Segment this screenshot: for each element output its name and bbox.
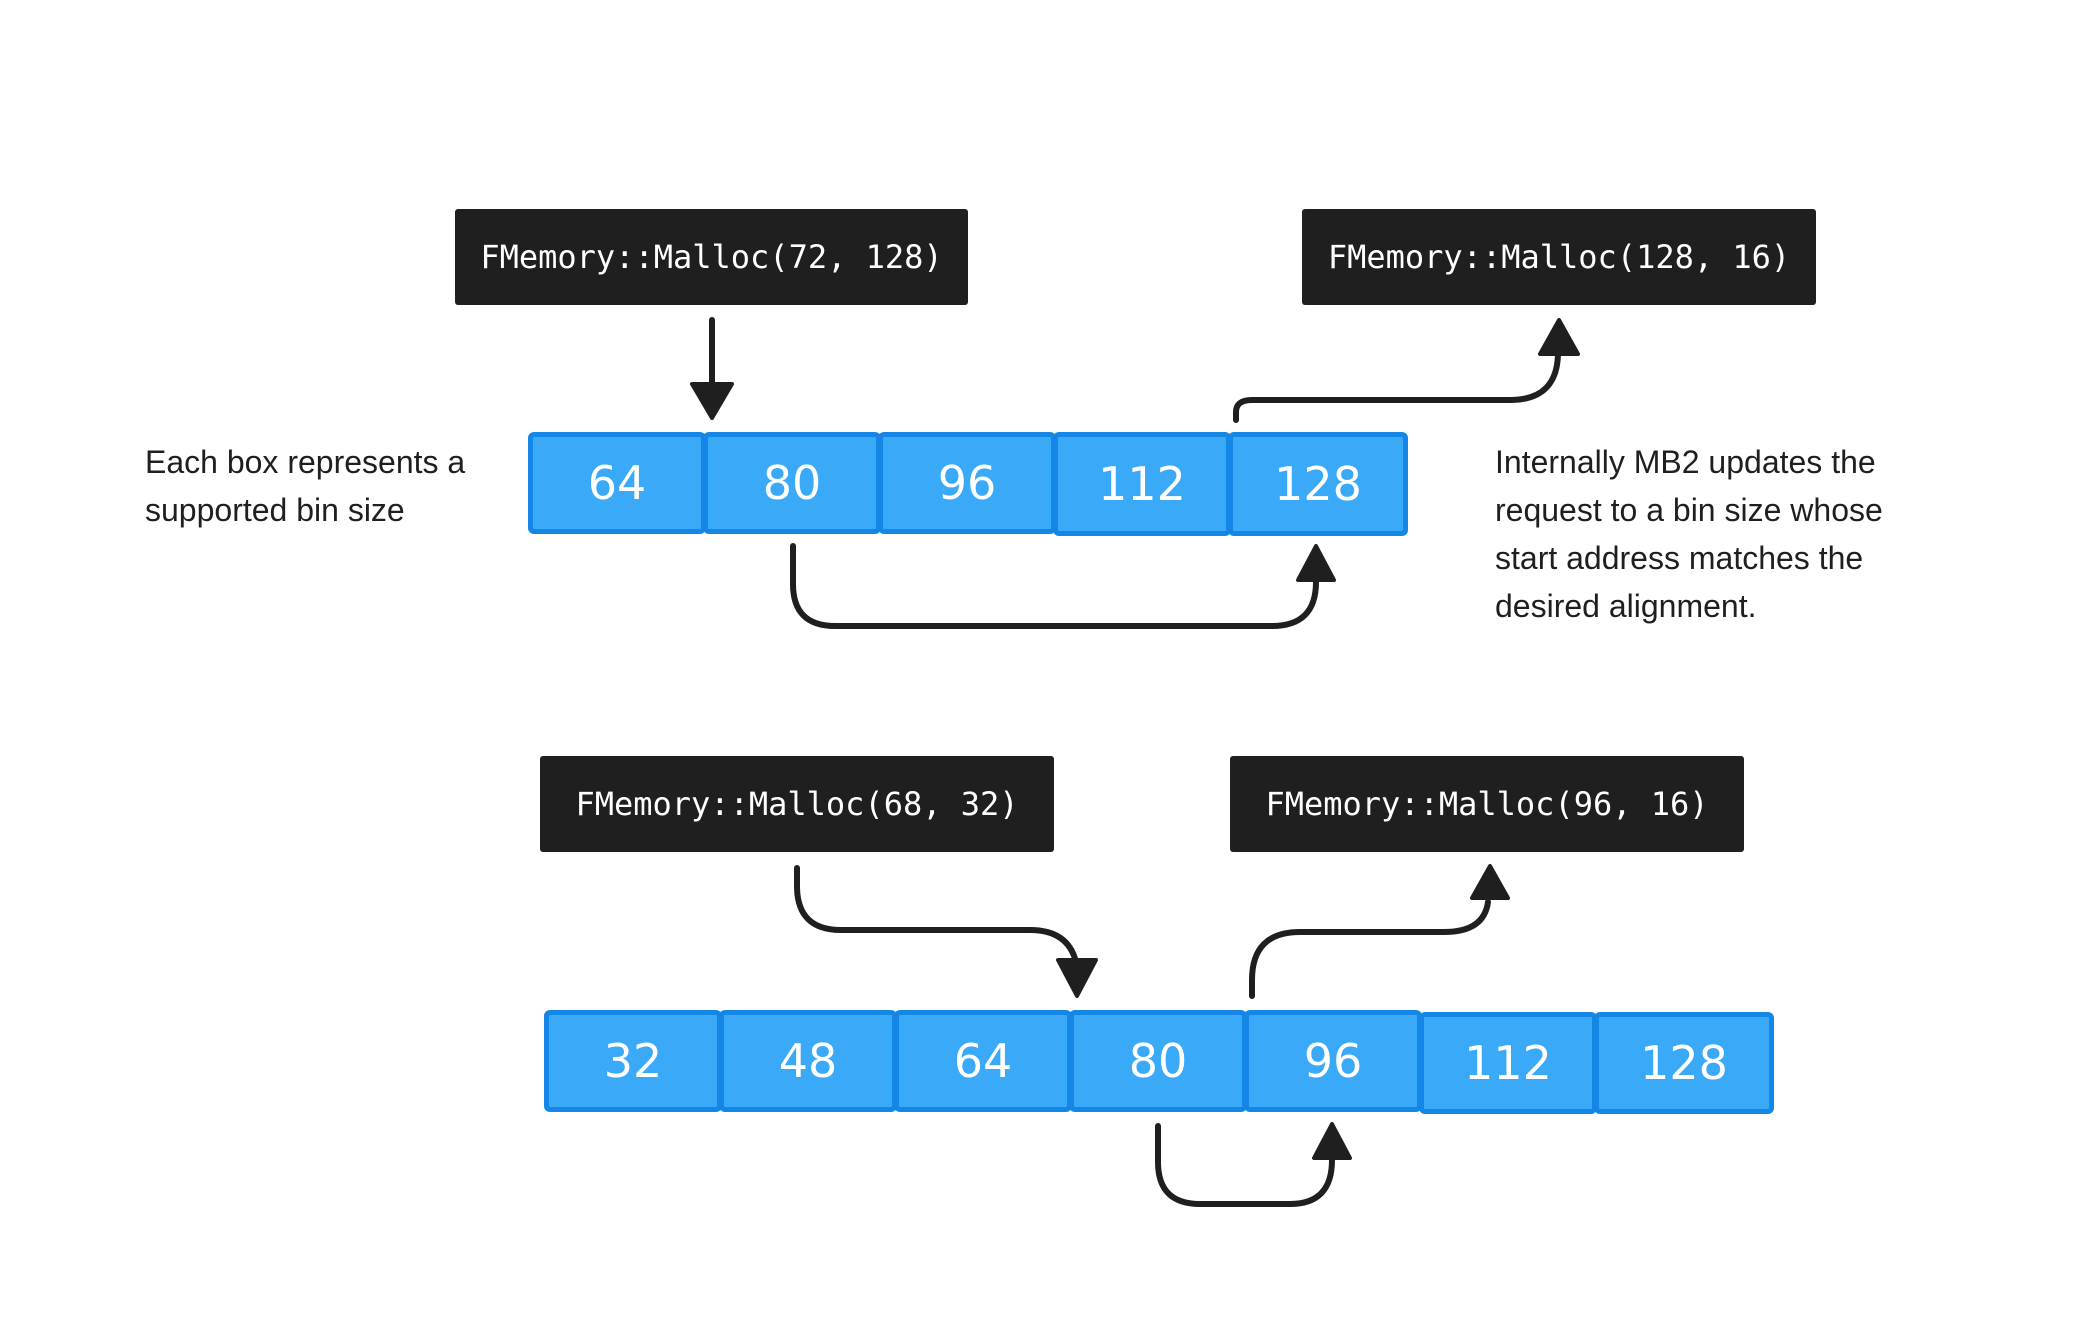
note-line: start address matches the (1495, 540, 1864, 576)
arrow-bin-128-to-call (1233, 347, 1561, 423)
arrowhead-up (1538, 318, 1580, 356)
bin-112: 112 (1419, 1012, 1597, 1114)
bin-32: 32 (544, 1010, 722, 1112)
malloc-call-68-32: FMemory::Malloc(68, 32) (540, 756, 1054, 852)
arrow-bin-80-to-bin-128 (790, 543, 1319, 629)
bin-96: 96 (878, 432, 1056, 534)
malloc-call-96-16: FMemory::Malloc(96, 16) (1230, 756, 1744, 852)
bin-80: 80 (1069, 1010, 1247, 1112)
arrowhead-down (1056, 958, 1098, 998)
bin-128: 128 (1594, 1012, 1774, 1114)
arrow-bin-96-to-call (1249, 899, 1491, 999)
malloc-call-128-16: FMemory::Malloc(128, 16) (1302, 209, 1816, 305)
bin-48: 48 (719, 1010, 897, 1112)
note-line: Each box represents a (145, 444, 466, 480)
note-bin-size: Each box represents a supported bin size (145, 438, 465, 534)
arrowhead-up (1296, 544, 1336, 582)
arrow-bin-80-to-bin-96 (1155, 1123, 1335, 1207)
note-line: request to a bin size whose (1495, 492, 1883, 528)
arrowhead-up (1470, 864, 1510, 900)
arrowhead-down (690, 382, 734, 420)
bin-128: 128 (1228, 432, 1408, 536)
malloc-call-72-128: FMemory::Malloc(72, 128) (455, 209, 968, 305)
arrowhead-up (1312, 1122, 1352, 1160)
bin-112: 112 (1053, 432, 1231, 536)
note-line: desired alignment. (1495, 588, 1757, 624)
note-line: Internally MB2 updates the (1495, 444, 1876, 480)
note-line: supported bin size (145, 492, 405, 528)
note-alignment: Internally MB2 updates the request to a … (1495, 438, 1883, 630)
arrow-call-to-bin-80-lower (794, 865, 1079, 965)
